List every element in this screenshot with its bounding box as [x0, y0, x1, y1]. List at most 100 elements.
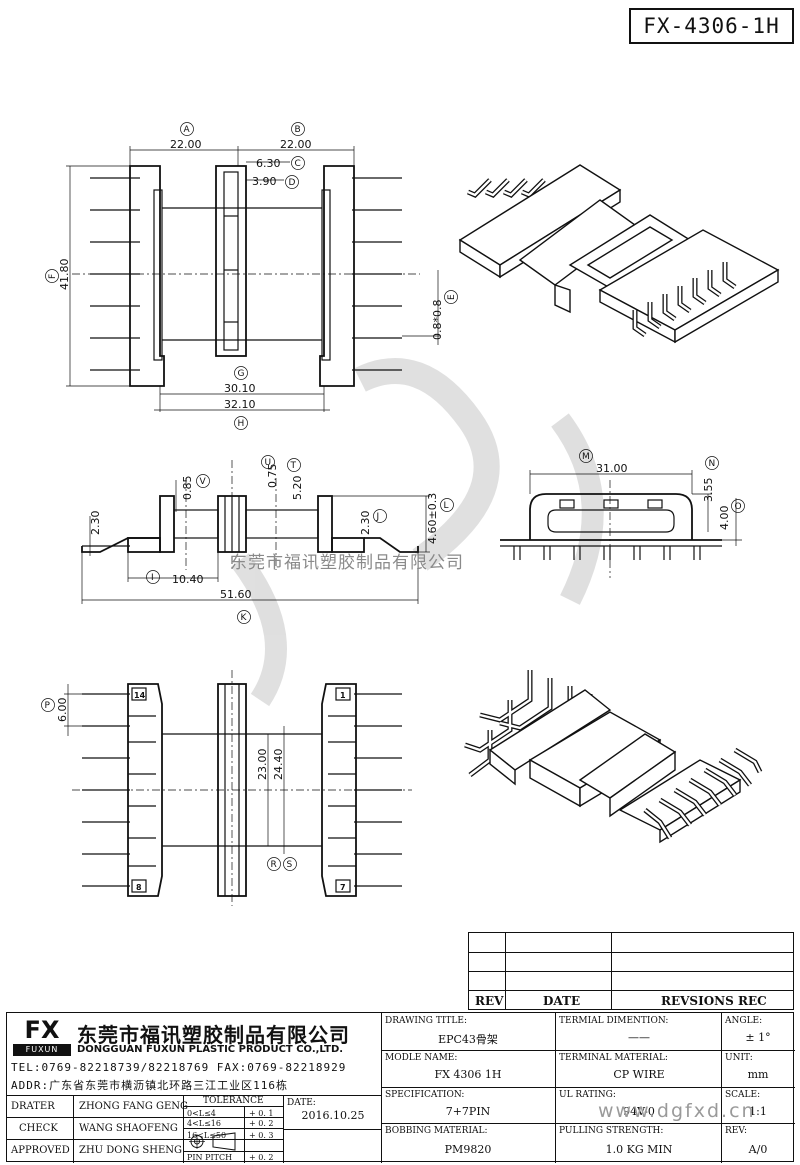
- dim-label-a: A: [184, 125, 191, 135]
- dim-label-m: M: [582, 452, 590, 462]
- dim-bottom-24.40: 24.40: [272, 749, 285, 781]
- drawing-title: EPC43骨架: [438, 1033, 498, 1046]
- rev: A/0: [748, 1143, 768, 1156]
- model-name: FX 4306 1H: [434, 1068, 502, 1081]
- dim-b: 22.00: [280, 138, 312, 151]
- revision-table: REV DATE REVSIONS REC: [468, 932, 794, 1010]
- title-block: FX FUXUN 东莞市福讯塑胶制品有限公司 DONGGUAN FUXUN PL…: [6, 1012, 795, 1163]
- dim-side-10.40: 10.40: [172, 573, 204, 586]
- isometric-view-bottom: [464, 670, 763, 844]
- tolerance-title: TOLERANCE: [203, 1096, 264, 1106]
- unit-label: UNIT:: [725, 1053, 753, 1063]
- company-name-en: DONGGUAN FUXUN PLASTIC PRODUCT CO.,LTD.: [77, 1044, 344, 1055]
- tolerance-range-1: 0<L≤4: [187, 1109, 216, 1118]
- dim-side-0.75: 0.75: [266, 464, 279, 489]
- pin-number-8: 8: [136, 883, 142, 892]
- dim-d: 3.90: [252, 175, 277, 188]
- dim-front-31.00: 31.00: [596, 462, 628, 475]
- scale: 1:1: [749, 1105, 767, 1118]
- tolerance-val-4: + 0. 2: [249, 1153, 274, 1162]
- dim-c: 6.30: [256, 157, 281, 170]
- dim-label-o: O: [735, 502, 742, 512]
- bobbin-material-label: BOBBING MATERIAL:: [385, 1126, 488, 1136]
- angle-label: ANGLE:: [725, 1016, 763, 1026]
- tolerance-range-3: 16<L≤50: [187, 1131, 227, 1140]
- terminal-material: CP WIRE: [613, 1068, 665, 1081]
- dim-label-l: L: [444, 501, 449, 511]
- specification: 7+7PIN: [445, 1105, 491, 1118]
- dim-side-4.60: 4.60±0.3: [426, 493, 439, 544]
- dim-label-n: N: [709, 459, 716, 469]
- tolerance-range-2: 4<L≤16: [187, 1119, 221, 1128]
- terminal-material-label: TERMINAL MATERIAL:: [559, 1053, 668, 1063]
- pin-number-1: 1: [340, 691, 346, 700]
- terminal-dim-label: TERMIAL DIMENTION:: [559, 1016, 669, 1026]
- dim-label-c: C: [295, 159, 301, 169]
- watermark-company: 东莞市福讯塑胶制品有限公司: [230, 553, 464, 573]
- dim-g: 30.10: [224, 382, 256, 395]
- rev-header: REV: [475, 994, 504, 1008]
- dim-front-4.00: 4.00: [718, 506, 731, 531]
- dim-label-h: H: [238, 419, 245, 429]
- tolerance-val-1: + 0. 1: [249, 1109, 274, 1118]
- angle: ± 1°: [745, 1031, 771, 1044]
- unit: mm: [747, 1068, 769, 1081]
- dim-label-t: T: [290, 461, 297, 471]
- dim-side-51.60: 51.60: [220, 588, 252, 601]
- name-drater: ZHONG FANG GENG: [79, 1101, 189, 1112]
- dim-label-r: R: [271, 860, 277, 870]
- bottom-view: 14 1 8 7 6.00 P 23.00 24.40 R S: [41, 670, 412, 906]
- dim-e: 0.8*0.8: [431, 300, 444, 341]
- pulling-strength: 1.0 KG MIN: [605, 1143, 673, 1156]
- dim-label-f: F: [48, 274, 58, 279]
- company-addr: ADDR:广东省东莞市横沥镇北环路三江工业区116栋: [11, 1079, 288, 1092]
- dim-a: 22.00: [170, 138, 202, 151]
- watermark-url: www.dgfxd.cn: [598, 1100, 756, 1122]
- dim-side-5.20: 5.20: [291, 476, 304, 501]
- dim-label-p: P: [45, 701, 51, 711]
- dim-label-j: J: [376, 512, 380, 522]
- top-view: A 22.00 B 22.00 6.30 C 3.90 D 41.80 F 0.…: [45, 122, 458, 430]
- ul-rating-label: UL RATING:: [559, 1090, 616, 1100]
- side-view: 2.30 0.85 V 0.75 U 5.20 T 2.30 J 4.60±0.…: [81, 455, 454, 624]
- dim-bottom-6.00: 6.00: [56, 698, 69, 723]
- tolerance-val-3: + 0. 3: [249, 1131, 274, 1140]
- drawing-number: FX-4306-1H: [629, 8, 794, 44]
- projection-symbol-icon: [189, 1132, 236, 1151]
- name-approved: ZHU DONG SHENG: [79, 1145, 183, 1156]
- logo-fx: FX: [24, 1016, 60, 1044]
- bobbin-material: PM9820: [444, 1143, 492, 1156]
- pin-number-14: 14: [134, 691, 146, 700]
- dim-label-u: U: [265, 458, 272, 468]
- dim-label-d: D: [289, 178, 296, 188]
- terminal-dim: ——: [628, 1031, 650, 1044]
- dim-label-v: V: [200, 477, 207, 487]
- pulling-strength-label: PULLING STRENGTH:: [559, 1126, 664, 1136]
- dim-label-k: K: [241, 613, 248, 623]
- dim-bottom-23.00: 23.00: [256, 749, 269, 781]
- front-view: M 31.00 3.55 N 4.00 O: [500, 449, 745, 578]
- isometric-view-top: [458, 164, 780, 344]
- dim-h: 32.10: [224, 398, 256, 411]
- background-watermark: [231, 358, 604, 707]
- rev-label: REV:: [725, 1126, 747, 1136]
- company-name-cn: 东莞市福讯塑胶制品有限公司: [77, 1023, 350, 1047]
- dim-label-i: I: [151, 573, 154, 583]
- dim-label-b: B: [295, 125, 301, 135]
- tolerance-range-4: PIN PITCH: [187, 1153, 233, 1162]
- spec-label: SPECIFICATION:: [385, 1090, 465, 1100]
- ul-rating: 94V-0: [623, 1105, 655, 1118]
- date-value: 2016.10.25: [301, 1109, 365, 1122]
- scale-label: SCALE:: [725, 1090, 761, 1100]
- dim-front-3.55: 3.55: [702, 478, 715, 503]
- model-label: MODLE NAME:: [385, 1053, 458, 1063]
- pin-number-7: 7: [340, 883, 346, 892]
- revisions-header: REVSIONS REC: [661, 994, 767, 1008]
- company-logo: FX FUXUN: [13, 1017, 71, 1057]
- technical-drawing: .ln{stroke:#111;stroke-width:1.2;fill:no…: [41, 122, 780, 906]
- role-check: CHECK: [19, 1123, 58, 1134]
- date-header: DATE: [543, 994, 581, 1008]
- dim-label-g: G: [238, 369, 245, 379]
- logo-fuxun: FUXUN: [13, 1044, 71, 1056]
- date-label: DATE:: [287, 1098, 316, 1108]
